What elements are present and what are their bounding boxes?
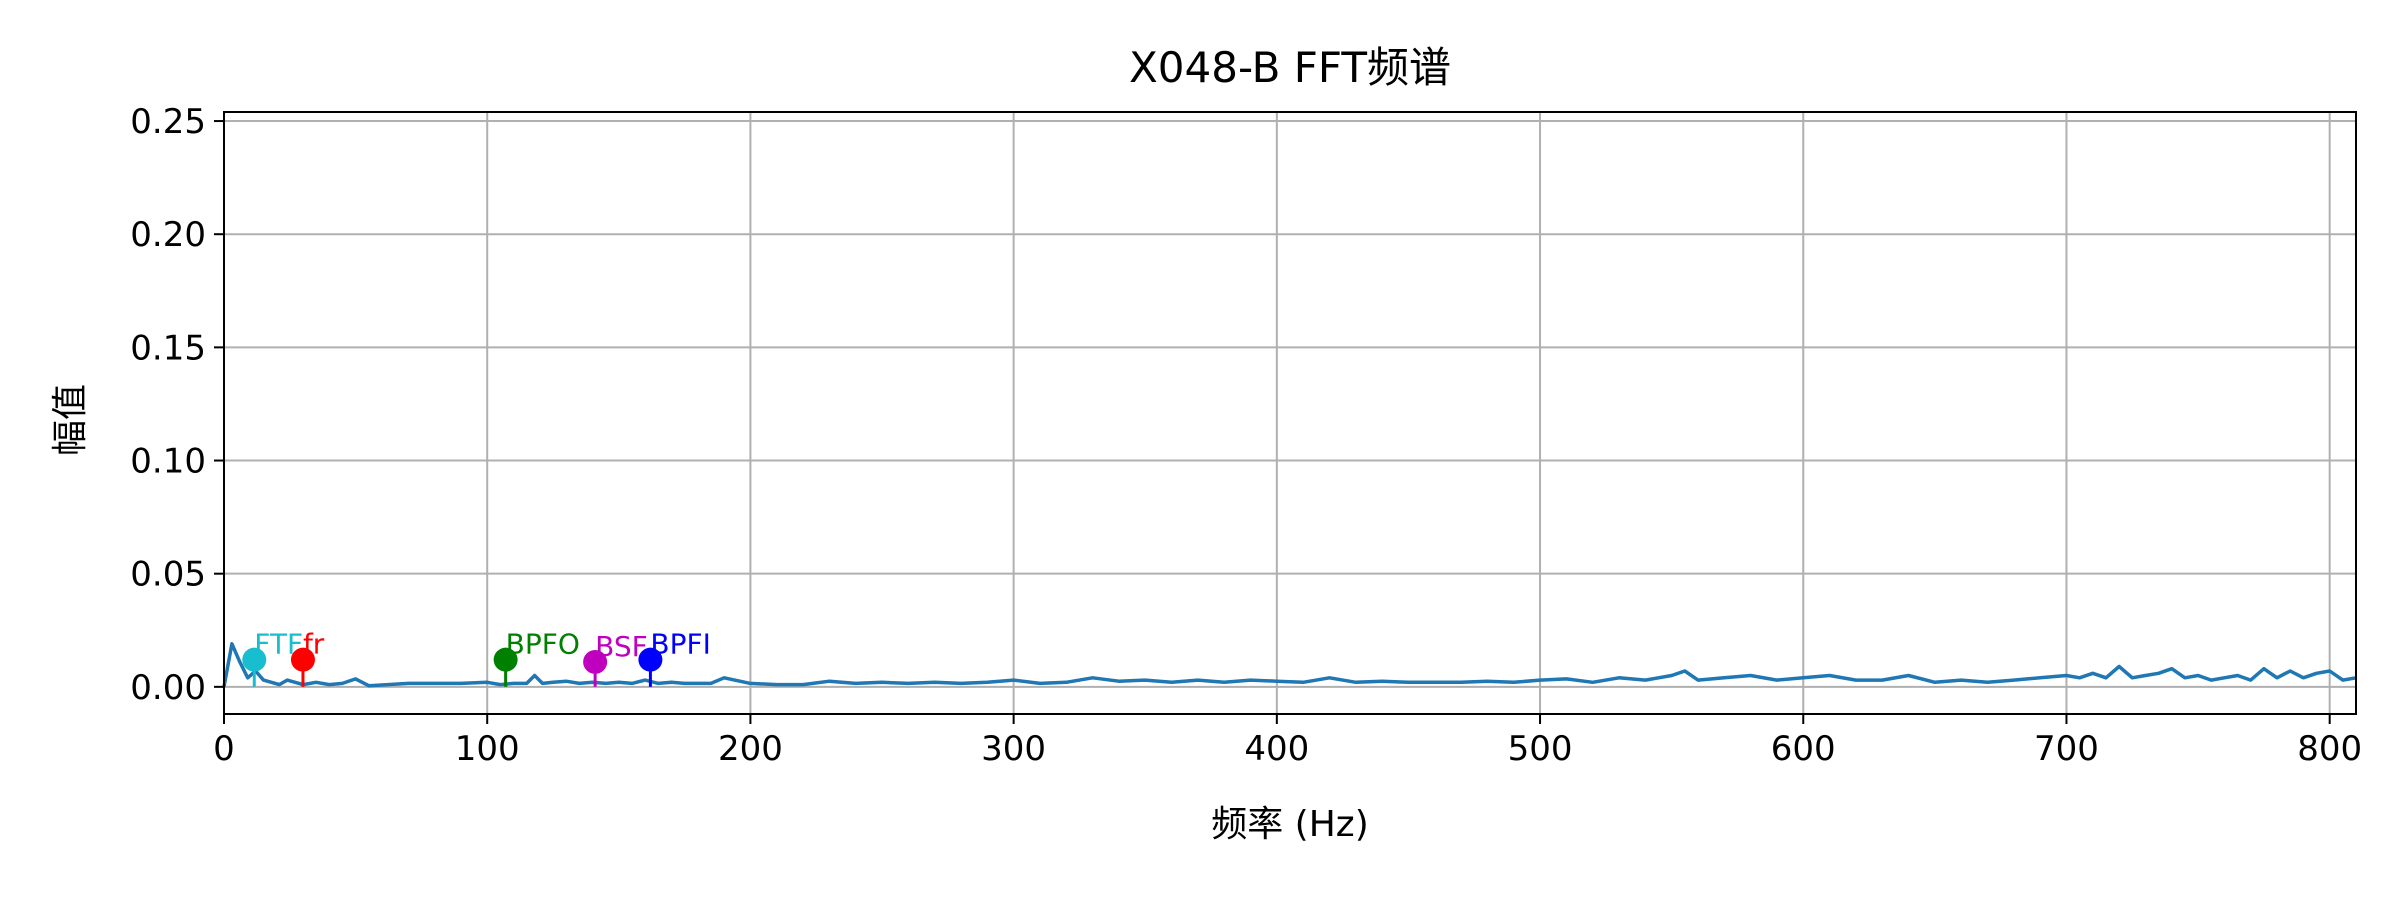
y-tick-label: 0.10 <box>130 442 206 482</box>
x-tick-label: 800 <box>2297 729 2362 769</box>
x-tick-label: 600 <box>1771 729 1836 769</box>
x-tick-label: 100 <box>455 729 520 769</box>
marker-point <box>638 647 663 672</box>
plot-frame <box>223 111 2357 715</box>
y-tick-label: 0.20 <box>130 215 206 255</box>
spectrum-line <box>222 642 2357 688</box>
x-tick-label: 0 <box>213 729 235 769</box>
marker-label: BPFI <box>650 628 710 661</box>
y-tick-label: 0.15 <box>130 328 206 368</box>
x-tick-label: 400 <box>1244 729 1309 769</box>
x-tick-label: 700 <box>2034 729 2099 769</box>
marker-point <box>290 647 315 672</box>
y-tick-label: 0.00 <box>130 668 206 708</box>
y-axis-title: 幅值 <box>50 384 91 456</box>
y-tick-label: 0.25 <box>130 102 206 142</box>
marker-point <box>242 647 267 672</box>
x-axis-title: 频率 (Hz) <box>1211 804 1369 845</box>
y-tick-label: 0.05 <box>130 555 206 595</box>
series-layer <box>222 642 2357 688</box>
x-tick-label: 300 <box>981 729 1046 769</box>
x-tick-label: 500 <box>1508 729 1573 769</box>
marker-label: fr <box>303 628 325 661</box>
tick-layer: 0 100 200 300 400 500 600 700 800 0.00 0.05 0.10 0.1… <box>130 102 2362 769</box>
marker-point <box>583 649 608 674</box>
marker-label: BPFO <box>506 628 580 661</box>
grid-layer <box>223 112 2356 714</box>
chart-title: X048-B FFT频谱 <box>1129 43 1451 92</box>
marker-point <box>493 647 518 672</box>
x-tick-label: 200 <box>718 729 783 769</box>
